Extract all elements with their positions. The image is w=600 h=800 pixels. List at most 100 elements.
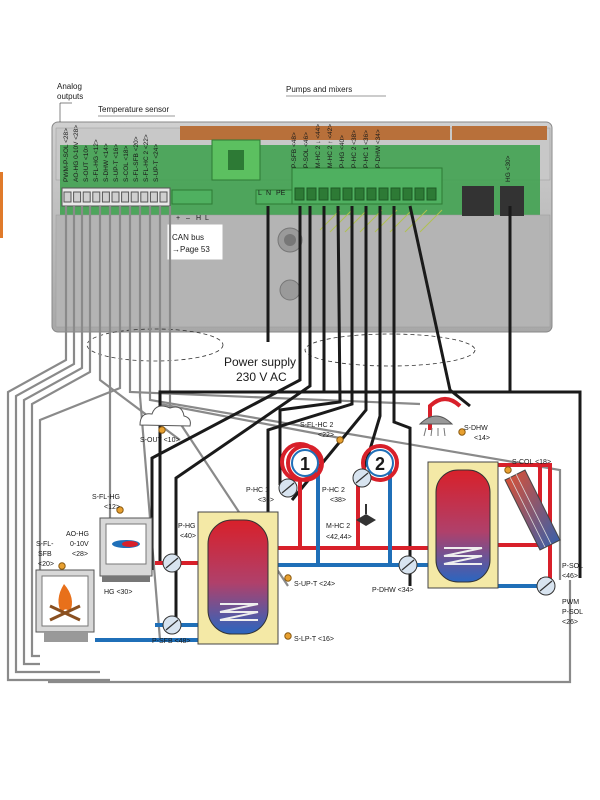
circuit-2-number: 2: [375, 454, 385, 474]
p-hc1-number: <36>: [258, 497, 274, 504]
solid-fuel-boiler: [35, 569, 95, 642]
power-supply-voltage: 230 V AC: [236, 370, 287, 384]
terminal-screw: [63, 191, 72, 203]
ao-hg-range: 0-10V: [70, 541, 89, 548]
left-terminal-labels: PWM-P-SOL <28>AO-HG 0-10V <28>S-OUT <10>…: [63, 125, 160, 182]
left-terminal-label: S-FL-HC 2 <22>: [143, 134, 150, 182]
terminal-screw: [294, 187, 305, 201]
terminal-screw: [159, 191, 168, 203]
left-terminal-label: S-FL-HG <12>: [93, 139, 100, 182]
left-terminal-label: S-COL <18>: [123, 146, 130, 182]
terminal-screw: [111, 191, 120, 203]
left-terminal-label: S-OUT <10>: [83, 145, 90, 182]
s-fl-hg-number: <12>: [104, 504, 120, 511]
p-hg-label: P-HG: [178, 523, 196, 530]
can-pin-l: L: [205, 215, 209, 222]
left-terminal-label: S-UP-T <24>: [153, 144, 160, 182]
analog-outputs-label-2: outputs: [57, 92, 83, 101]
terminal-screw: [414, 187, 425, 201]
terminal-l: L: [258, 190, 262, 197]
right-terminal-label: P-HC 1 <36>: [363, 130, 370, 168]
sensor-dot: [158, 426, 166, 434]
ao-hg-label: AO-HG: [66, 531, 89, 538]
terminal-screw: [318, 187, 329, 201]
mixer-valve-icon: [356, 504, 376, 526]
sensor-dot: [284, 632, 292, 640]
sensor-dot: [336, 436, 344, 444]
sensor-dot: [284, 574, 292, 582]
terminal-screw: [390, 187, 401, 201]
p-hg-number: <40>: [180, 533, 196, 540]
can-pin-plus: +: [176, 215, 180, 222]
circuit-1-number: 1: [300, 454, 310, 474]
s-up-t-label: S-UP-T <24>: [294, 581, 335, 588]
cable-gland-right: [304, 333, 476, 367]
terminal-pe: PE: [276, 190, 286, 197]
right-terminal-labels: P-SFB <48>P-SOL <46>M-HC 2 ↓ <44>M-HC 2 …: [291, 124, 382, 168]
can-bus-label: CAN bus: [172, 233, 204, 242]
temperature-sensor-label: Temperature sensor: [98, 105, 169, 114]
heat-generator: [99, 517, 153, 582]
p-sfb-label: P-SFB <48>: [152, 638, 191, 645]
terminal-n: N: [266, 190, 271, 197]
p-dhw-label: P-DHW <34>: [372, 587, 414, 594]
s-lp-t-label: S-LP-T <16>: [294, 636, 334, 643]
s-fl-sfb-number: <20>: [38, 561, 54, 568]
terminal-screw: [149, 191, 158, 203]
terminal-screw: [73, 191, 82, 203]
right-terminal-label: P-DHW <34>: [375, 129, 382, 168]
terminal-screw: [82, 191, 91, 203]
pump-icon-stroke: [539, 580, 553, 592]
sensor-dots: [58, 426, 512, 640]
sensor-dot: [458, 428, 466, 436]
dhw-tank: [427, 461, 499, 589]
p-sol1-label: P-SOL: [562, 563, 583, 570]
terminal-screw: [306, 187, 317, 201]
pump-icon-stroke: [355, 472, 369, 484]
m-hc2-label: M-HC 2: [326, 523, 350, 530]
hg-label: HG <30>: [104, 589, 132, 596]
terminal-screws: [63, 187, 437, 203]
left-terminal-label: S-DHW <14>: [103, 143, 110, 182]
power-supply-label: Power supply: [224, 355, 296, 369]
m-hc2-number: <42,44>: [326, 534, 352, 541]
can-pin-minus: –: [186, 215, 190, 222]
pump-wires: [150, 205, 582, 622]
p-hc1-label: P-HC 1: [246, 487, 269, 494]
s-dhw-number: <14>: [474, 435, 490, 442]
terminal-screw: [342, 187, 353, 201]
cable-gland-left: [86, 328, 224, 362]
can-pin-h: H: [196, 215, 201, 222]
hg-terminal-label: HG <30>: [505, 155, 512, 182]
s-fl-sfb-label-2: SFB: [38, 551, 52, 558]
sensor-dot: [58, 562, 66, 570]
pump-icon-stroke: [165, 619, 179, 631]
s-fl-sfb-label-1: S-FL-: [36, 541, 54, 548]
s-col-label: S-COL <18>: [512, 459, 551, 466]
pumps: [162, 468, 556, 635]
buffer-tank: [197, 511, 279, 645]
analog-outputs-label-1: Analog: [57, 82, 82, 91]
terminal-screw: [92, 191, 101, 203]
s-fl-hc2-label: S-FL-HC 2: [300, 422, 334, 429]
sensor-dot: [116, 506, 124, 514]
right-terminal-label: P-HC 2 <38>: [351, 130, 358, 168]
right-terminal-label: M-HC 2 ↓ <44>: [315, 124, 322, 168]
pump-icon-stroke: [165, 557, 179, 569]
solar-collector: [504, 469, 561, 551]
right-terminal-label: P-HG <40>: [339, 135, 346, 168]
p-sol2-number: <26>: [562, 619, 578, 626]
pump-icon-stroke: [401, 559, 415, 571]
page-accent-bar: [0, 172, 3, 238]
p-hc2-number: <38>: [330, 497, 346, 504]
pwm-label: PWM: [562, 599, 579, 606]
s-fl-hg-label: S-FL-HG: [92, 494, 120, 501]
terminal-screw: [121, 191, 130, 203]
shower-head-icon: [418, 415, 454, 437]
heating-circuit-2: 2: [361, 444, 399, 482]
ao-hg-number: <28>: [72, 551, 88, 558]
terminal-screw: [402, 187, 413, 201]
s-out-label: S-OUT <10>: [140, 437, 180, 444]
left-terminal-label: AO-HG 0-10V <28>: [73, 125, 80, 182]
